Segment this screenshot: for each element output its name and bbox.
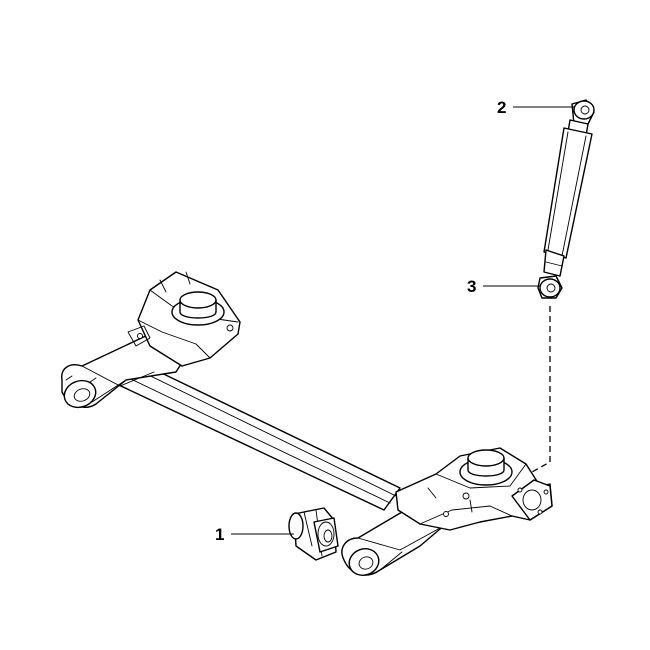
callout-2-label: 2 (497, 98, 506, 117)
callout-1: 1 (215, 525, 294, 544)
rear-axle-beam (61, 271, 553, 576)
right-spring-seat (459, 449, 513, 486)
shock-upper-eye (571, 99, 595, 125)
bushing (288, 507, 339, 561)
callout-2: 2 (497, 98, 574, 117)
right-pivot-eye (348, 548, 380, 576)
callout-1-label: 1 (215, 525, 224, 544)
callout-3-label: 3 (467, 277, 476, 296)
callout-3: 3 (467, 277, 540, 296)
shock-absorber (537, 99, 595, 299)
shock-lower-eye (537, 275, 563, 299)
left-spring-seat (171, 291, 225, 326)
install-guide-line (531, 306, 551, 473)
left-pivot-eye (63, 375, 97, 409)
right-hub-flange (511, 479, 553, 521)
